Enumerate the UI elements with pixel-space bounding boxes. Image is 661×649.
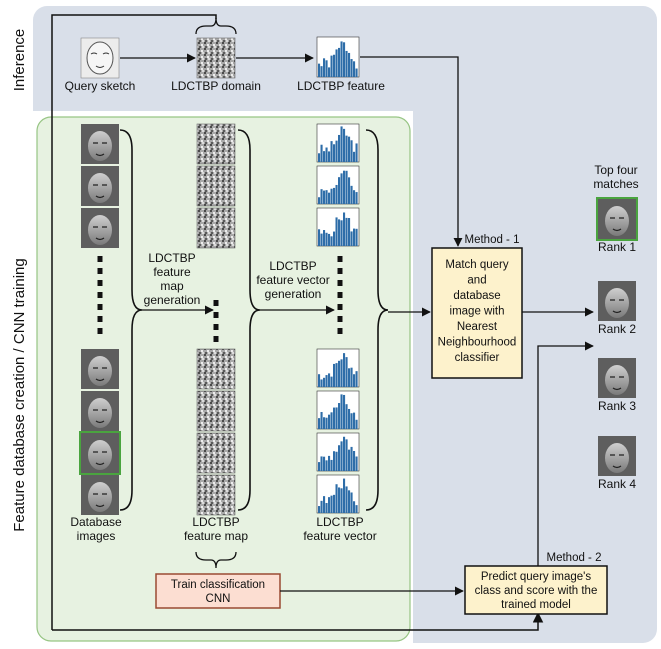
feature-vector-label-1: LDCTBP xyxy=(316,515,363,529)
histogram-bars xyxy=(316,36,360,78)
method1-lines-line: image with xyxy=(450,306,505,318)
svg-text:generation: generation xyxy=(265,287,322,301)
ldctbp-feature-histogram xyxy=(316,36,360,78)
vector-generation-label: LDCTBP feature vector generation xyxy=(256,259,329,301)
query-sketch-image xyxy=(80,37,120,79)
svg-text:map: map xyxy=(160,279,184,293)
map-generation-label: LDCTBP feature map generation xyxy=(144,251,201,307)
feature-vector-5 xyxy=(316,390,360,430)
inference-label: Inference xyxy=(11,29,28,92)
rank-4-face xyxy=(598,436,636,476)
feature-vector-3 xyxy=(316,207,360,247)
rank-2-face xyxy=(598,281,636,321)
method2-lines-line: trained model xyxy=(501,599,571,611)
query-sketch-label: Query sketch xyxy=(65,79,136,93)
feature-vector-1 xyxy=(316,123,360,163)
method2-title: Method - 2 xyxy=(547,552,602,564)
loop-line-bottom xyxy=(52,611,544,631)
method2-lines-line: Predict query image's xyxy=(481,571,591,583)
rank-3-label: Rank 3 xyxy=(598,399,636,413)
method1-text: Match query and database image withNearestN… xyxy=(438,259,517,364)
method1-lines-line: database xyxy=(453,290,500,302)
arrow-method2-to-ranks xyxy=(537,341,594,566)
database-face-1 xyxy=(81,124,119,164)
feature-map-label-1: LDCTBP xyxy=(192,515,239,529)
feature-map-label-2: feature map xyxy=(184,529,248,543)
database-face-5 xyxy=(81,391,119,431)
feature-map-6 xyxy=(196,432,236,474)
ellipsis-column-1 xyxy=(97,256,103,334)
method1-box xyxy=(431,247,523,379)
svg-text:feature: feature xyxy=(153,265,191,279)
brace-vectors xyxy=(365,129,389,511)
database-images-label-1: Database xyxy=(70,515,122,529)
method1-lines-line: classifier xyxy=(455,352,500,364)
feature-map-4 xyxy=(196,348,236,390)
svg-text:feature vector: feature vector xyxy=(256,273,329,287)
feature-map-2 xyxy=(196,165,236,207)
database-images-label-2: images xyxy=(77,529,116,543)
database-face-7 xyxy=(81,475,119,515)
loop-line-top xyxy=(51,14,217,630)
feature-vector-2 xyxy=(316,165,360,205)
svg-text:LDCTBP: LDCTBP xyxy=(269,259,316,273)
svg-text:generation: generation xyxy=(144,293,201,307)
method1-lines-line: Nearest xyxy=(457,321,498,333)
matches-title-1: Top four xyxy=(594,163,637,177)
ldctbp-domain-image xyxy=(196,37,236,79)
cnn-lines-line: CNN xyxy=(206,593,231,605)
method2-lines-line: class and score with the xyxy=(475,585,598,597)
ellipsis-column-2 xyxy=(213,300,219,342)
feature-vector-4 xyxy=(316,348,360,388)
feature-map-1 xyxy=(196,123,236,165)
rank-3-face xyxy=(598,358,636,398)
feature-vector-label-2: feature vector xyxy=(303,529,376,543)
method1-lines-line: and xyxy=(467,275,486,287)
ellipsis-column-3 xyxy=(337,256,343,334)
database-face-4 xyxy=(81,349,119,389)
cnn-brace xyxy=(195,551,237,569)
feature-map-3 xyxy=(196,207,236,249)
rank-1-label: Rank 1 xyxy=(598,240,636,254)
cnn-box xyxy=(155,573,281,609)
method1-lines-line: Neighbourhood xyxy=(438,337,517,349)
method1-lines-line: Match query xyxy=(445,259,509,271)
feature-vector-7 xyxy=(316,474,360,514)
cnn-lines-line: Train classification xyxy=(171,579,265,591)
rank-4-label: Rank 4 xyxy=(598,477,636,491)
method1-title: Method - 1 xyxy=(465,234,520,246)
database-face-6 xyxy=(79,431,121,475)
ldctbp-domain-label: LDCTBP domain xyxy=(171,79,261,93)
method2-box xyxy=(464,565,608,615)
rank-2-label: Rank 2 xyxy=(598,322,636,336)
database-face-3 xyxy=(81,208,119,248)
ldctbp-feature-label: LDCTBP feature xyxy=(297,79,385,93)
feature-map-5 xyxy=(196,390,236,432)
arrow-feature-to-method1 xyxy=(360,56,463,247)
matches-title-2: matches xyxy=(593,177,638,191)
feature-vector-6 xyxy=(316,432,360,472)
svg-text:LDCTBP: LDCTBP xyxy=(148,251,195,265)
method2-text: Predict query image's class and score wit… xyxy=(475,571,598,611)
feature-map-7 xyxy=(196,474,236,516)
rank-1-face xyxy=(596,197,638,241)
database-face-2 xyxy=(81,166,119,206)
training-label: Feature database creation / CNN training xyxy=(11,258,28,531)
